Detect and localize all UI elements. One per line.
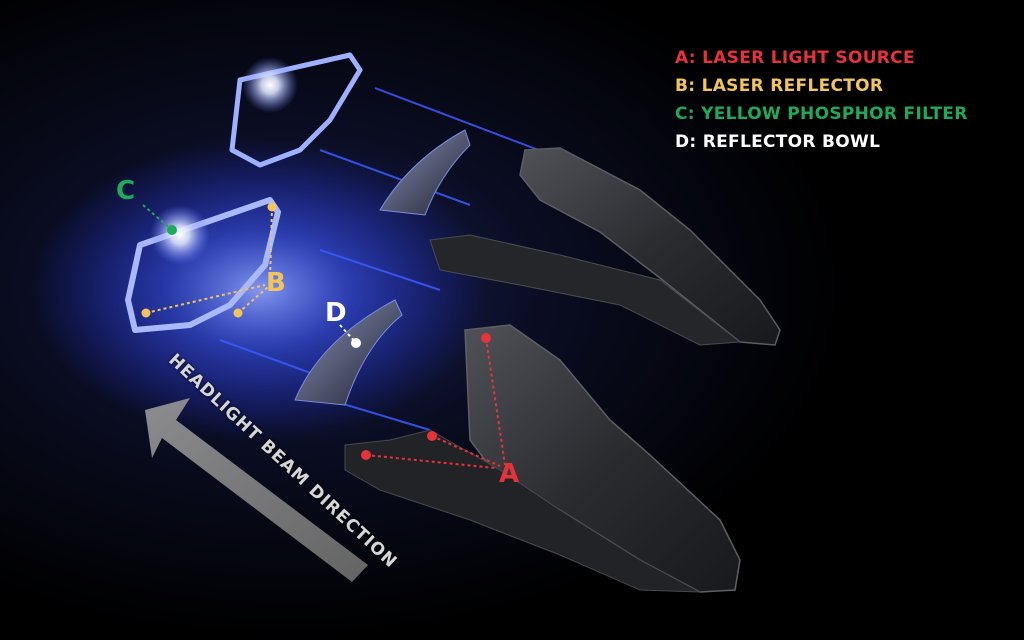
label-c: C	[116, 176, 136, 206]
lower-light-sparkle	[150, 205, 210, 265]
legend-laser-reflector: B: LASER REFLECTOR	[675, 76, 884, 96]
label-a-leader-lines	[365, 337, 506, 469]
component-legend: A: LASER LIGHT SOURCE B: LASER REFLECTOR…	[675, 44, 968, 156]
rear-reflector-bowl	[379, 129, 471, 216]
label-b-leader-lines	[145, 206, 273, 314]
front-laser-housing	[344, 324, 741, 593]
legend-reflector-bowl: D: REFLECTOR BOWL	[675, 132, 881, 152]
label-d: D	[325, 298, 347, 328]
legend-yellow-phosphor-filter: C: YELLOW PHOSPHOR FILTER	[675, 104, 968, 124]
label-b: B	[266, 268, 286, 298]
front-reflector-bowl	[294, 299, 403, 406]
reflector-bowl-dot	[351, 338, 361, 348]
laser-source-dots	[361, 333, 491, 460]
phosphor-filter-dot	[167, 225, 177, 235]
legend-laser-light-source: A: LASER LIGHT SOURCE	[675, 48, 915, 68]
blue-light-glow	[30, 140, 490, 440]
upper-laser-reflector	[229, 52, 363, 168]
beam-direction-arrow	[145, 398, 368, 582]
label-c-leader-line	[142, 204, 173, 231]
rear-laser-housing	[429, 147, 781, 346]
label-a: A	[499, 459, 520, 489]
laser-reflector-dots	[141, 202, 277, 318]
upper-light-sparkle	[242, 57, 298, 113]
